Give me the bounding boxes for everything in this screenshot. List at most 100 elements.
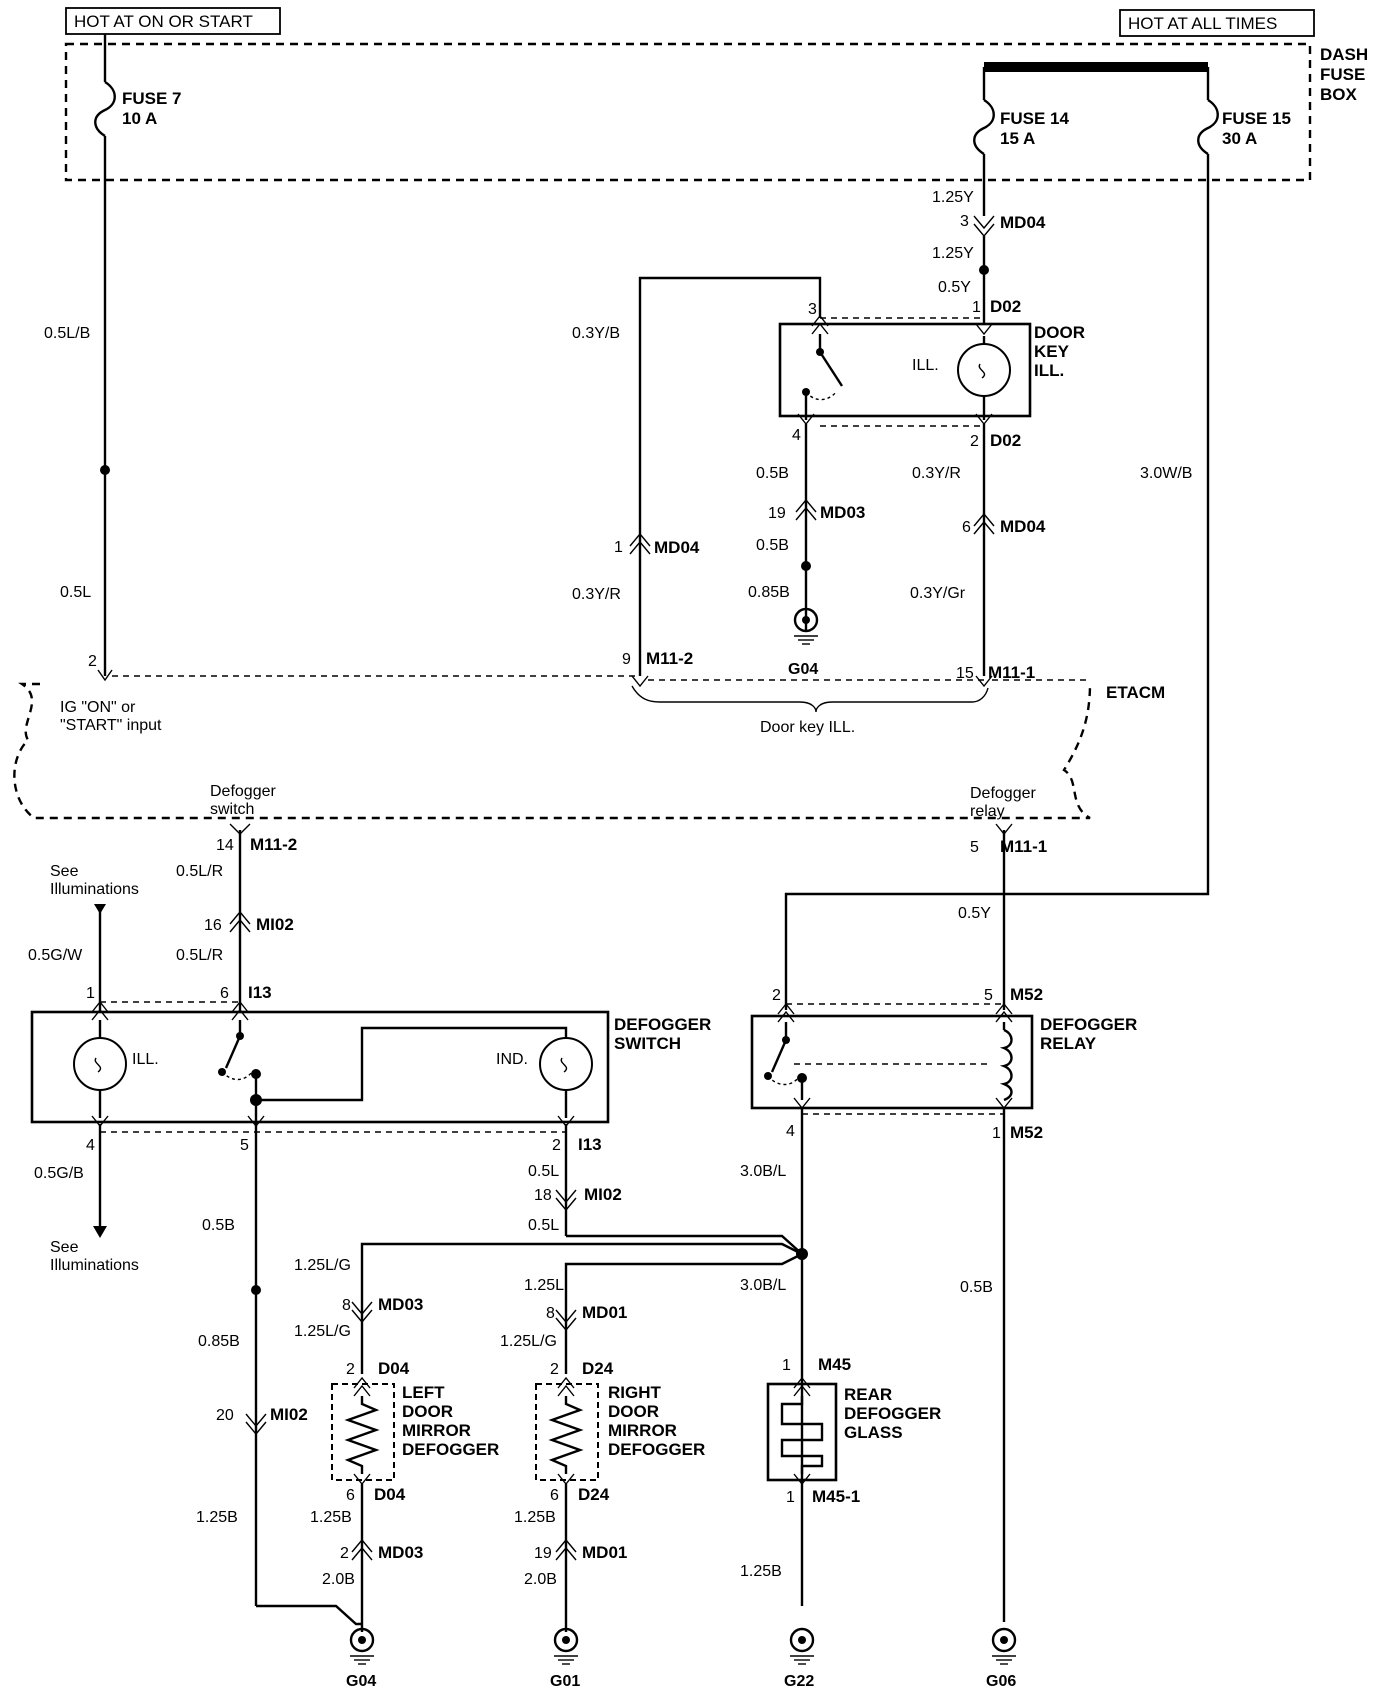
- diagram-label-pins-p6: 6: [346, 1487, 355, 1504]
- wire-label-0-5l: 0.5L: [60, 584, 91, 601]
- diagram-label-labels-see-illum-0: See: [50, 1239, 79, 1256]
- hot-on-start-label: HOT AT ON OR START: [65, 7, 281, 35]
- rear-defogger-glass-box: [766, 1382, 838, 1482]
- diagram-label-pins-p9: 9: [622, 651, 631, 668]
- defogger-switch-box: [30, 1010, 610, 1124]
- diagram-label-labels-right-mirror-0: RIGHT: [608, 1383, 662, 1402]
- diagram-label-wires-w05y: 0.5Y: [938, 279, 971, 296]
- diagram-label-pins-p3: 3: [960, 213, 969, 230]
- diagram-label-connectors-d02: D02: [990, 297, 1021, 316]
- dash-fuse-box-outline: [64, 42, 1312, 182]
- diagram-label-wires-w125lg: 1.25L/G: [500, 1333, 557, 1350]
- door-key-ill-box: [778, 322, 1032, 418]
- diagram-label-wires-w30bl: 3.0B/L: [740, 1277, 786, 1294]
- diagram-label-pins-p1: 1: [782, 1357, 791, 1374]
- diagram-label-connectors-d04: D04: [378, 1359, 410, 1378]
- diagram-label-labels-etacm: ETACM: [1106, 683, 1165, 702]
- diagram-label-pins-p19: 19: [768, 505, 786, 522]
- diagram-label-connectors-i13: I13: [248, 983, 272, 1002]
- left-mirror-heater-icon: [344, 1396, 380, 1474]
- diagram-label-labels-right-mirror-2: MIRROR: [608, 1421, 677, 1440]
- diagram-label-pins-p1: 1: [972, 299, 981, 316]
- diagram-label-labels-right-mirror-3: DEFOGGER: [608, 1440, 705, 1459]
- diagram-label-labels-defogger-switch-1: SWITCH: [614, 1034, 681, 1053]
- diagram-label-labels-door-key-ill-0: DOOR: [1034, 323, 1085, 342]
- fuse-7: FUSE 7 10 A: [94, 34, 182, 470]
- diagram-label-pins-p6: 6: [220, 985, 229, 1002]
- hot-all-times-label: HOT AT ALL TIMES: [1119, 9, 1315, 37]
- diagram-label-wires-w05gb: 0.5G/B: [34, 1165, 84, 1182]
- diagram-label-connectors-m45-1: M45-1: [812, 1487, 860, 1506]
- diagram-label-connectors-d24: D24: [582, 1359, 614, 1378]
- diagram-label-pins-p5: 5: [240, 1137, 249, 1154]
- diagram-label-connectors-i13: I13: [578, 1135, 602, 1154]
- diagram-label-labels-dash-fuse-box-1: FUSE: [1320, 65, 1365, 84]
- ground-g22-icon: [789, 1627, 815, 1665]
- diagram-label-labels-left-mirror-0: LEFT: [402, 1383, 445, 1402]
- diagram-label-pins-p20: 20: [216, 1407, 234, 1424]
- diagram-label-pins-p2: 2: [346, 1361, 355, 1378]
- switch-ind-lamp-icon: [539, 1037, 593, 1091]
- diagram-label-labels-rear-defogger-0: REAR: [844, 1385, 892, 1404]
- diagram-label-connectors-md04: MD04: [1000, 517, 1046, 536]
- diagram-label-pins-p1: 1: [992, 1125, 1001, 1142]
- diagram-label-grounds-g04: G04: [346, 1673, 376, 1690]
- diagram-label-grounds-g01: G01: [550, 1673, 580, 1690]
- wire-label-0-5lb: 0.5L/B: [44, 325, 90, 342]
- diagram-label-labels-dash-fuse-box-2: BOX: [1320, 85, 1358, 104]
- diagram-label-connectors-d04: D04: [374, 1485, 406, 1504]
- fuse-15: FUSE 15 30 A: [1197, 67, 1291, 156]
- wire-3-0wb: [784, 154, 1210, 1010]
- diagram-label-wires-w125b: 1.25B: [310, 1509, 352, 1526]
- diagram-label-pins-p2: 2: [340, 1545, 349, 1562]
- diagram-label-connectors-md03: MD03: [378, 1295, 423, 1314]
- diagram-label-wires-w05lr: 0.5L/R: [176, 863, 223, 880]
- diagram-label-labels-defogger-relay-0: DEFOGGER: [1040, 1015, 1137, 1034]
- left-mirror-defogger-outline: [331, 1383, 395, 1481]
- diagram-label-wires-w125lg: 1.25L/G: [294, 1257, 351, 1274]
- diagram-label-labels-defogger-relay-pin-0: Defogger: [970, 785, 1036, 802]
- diagram-label-labels-defogger-switch-pin-1: switch: [210, 801, 254, 818]
- diagram-label-labels-left-mirror-1: DOOR: [402, 1402, 453, 1421]
- diagram-label-connectors-md03: MD03: [378, 1543, 423, 1562]
- diagram-label-grounds-g06: G06: [986, 1673, 1016, 1690]
- diagram-label-labels-see-illum-0: See: [50, 863, 79, 880]
- door-key-ill-bracket: [631, 685, 989, 713]
- diagram-label-labels-fuse7-1: 10 A: [122, 109, 157, 128]
- diagram-label-pins-p4: 4: [86, 1137, 95, 1154]
- diagram-label-grounds-g22: G22: [784, 1673, 814, 1690]
- diagram-label-labels-ind: IND.: [496, 1051, 528, 1068]
- relay-coil-icon: [999, 1028, 1013, 1102]
- defogger-relay-box: [750, 1014, 1034, 1110]
- diagram-label-labels-ig-input-0: IG "ON" or: [60, 699, 136, 716]
- diagram-label-labels-defogger-relay-1: RELAY: [1040, 1034, 1097, 1053]
- diagram-label-wires-w05y: 0.5Y: [958, 905, 991, 922]
- diagram-label-pins-p6: 6: [550, 1487, 559, 1504]
- diagram-label-wires-w125l: 1.25L: [524, 1277, 564, 1294]
- diagram-label-wires-w125b: 1.25B: [196, 1509, 238, 1526]
- diagram-label-wires-w05l: 0.5L: [528, 1163, 559, 1180]
- diagram-label-labels-dash-fuse-box-0: DASH: [1320, 45, 1368, 64]
- diagram-label-pins-p4: 4: [792, 427, 801, 444]
- diagram-label-labels-right-mirror-1: DOOR: [608, 1402, 659, 1421]
- diagram-label-pins-p2: 2: [88, 653, 97, 670]
- diagram-label-connectors-md01: MD01: [582, 1303, 627, 1322]
- diagram-label-pins-p2: 2: [970, 433, 979, 450]
- wire-label-3-0wb: 3.0W/B: [1140, 465, 1192, 482]
- diagram-label-pins-p2: 2: [552, 1137, 561, 1154]
- diagram-label-labels-left-mirror-3: DEFOGGER: [402, 1440, 499, 1459]
- diagram-label-labels-rear-defogger-2: GLASS: [844, 1423, 903, 1442]
- diagram-label-labels-defogger-relay-pin-1: relay: [970, 803, 1005, 820]
- diagram-label-pins-p8: 8: [342, 1297, 351, 1314]
- diagram-label-labels-fuse15-1: 30 A: [1222, 129, 1257, 148]
- diagram-label-labels-defogger-switch-0: DEFOGGER: [614, 1015, 711, 1034]
- diagram-label-wires-w03yr: 0.3Y/R: [572, 586, 621, 603]
- diagram-label-wires-w05l: 0.5L: [528, 1217, 559, 1234]
- diagram-label-connectors-d24: D24: [578, 1485, 610, 1504]
- diagram-label-labels-rear-defogger-1: DEFOGGER: [844, 1404, 941, 1423]
- diagram-label-pins-p1: 1: [614, 539, 623, 556]
- diagram-label-connectors-md04: MD04: [1000, 213, 1046, 232]
- diagram-label-connectors-m11-1: M11-1: [1000, 837, 1047, 856]
- diagram-label-wires-w125y: 1.25Y: [932, 245, 974, 262]
- wire-0-3yb: [638, 276, 822, 676]
